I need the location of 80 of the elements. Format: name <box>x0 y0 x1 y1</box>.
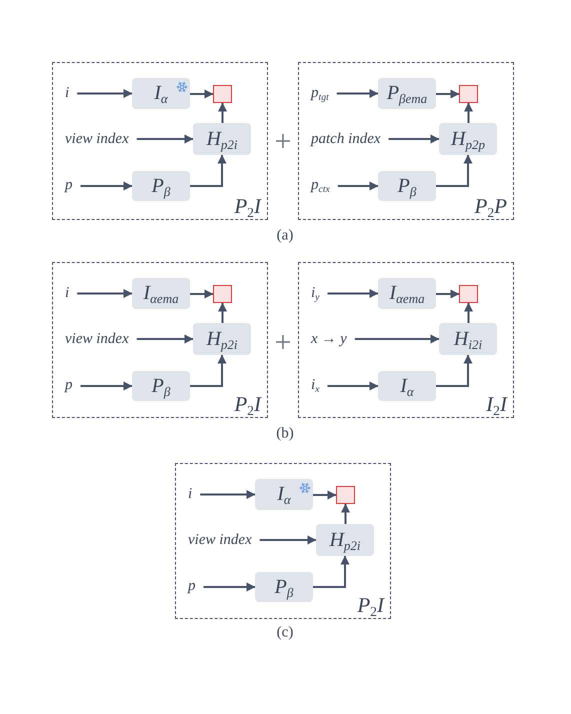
panel-title: P$_{2}$I <box>234 194 261 218</box>
module-box: H$_{i2i}$ <box>439 323 497 355</box>
module-box: I$_{αema}$ <box>378 278 436 309</box>
module-box: P$_{β}$ <box>378 171 436 201</box>
panel-caption: (c) <box>276 624 294 642</box>
input-label: view index <box>65 328 129 350</box>
arrow <box>328 289 378 298</box>
output-square <box>213 85 232 103</box>
plus-sign: + <box>274 326 292 360</box>
module-box: P$_{βema}$ <box>378 78 436 109</box>
input-label: p <box>65 374 72 396</box>
arrow <box>341 504 350 524</box>
module-box: H$_{p2i}$ <box>193 123 251 155</box>
input-label: i$_{x}$ <box>311 374 320 396</box>
module-box: I$_{α}$ <box>132 78 190 109</box>
module-box: H$_{p2i}$ <box>193 323 251 355</box>
module-box: I$_{α}$ <box>378 371 436 401</box>
module-box: H$_{p2p}$ <box>439 123 497 155</box>
arrow <box>328 382 378 390</box>
panel-frame <box>175 463 391 619</box>
arrow <box>190 354 226 387</box>
arrow <box>190 154 226 187</box>
input-label: p <box>65 174 72 196</box>
arrow <box>313 490 336 500</box>
output-square <box>459 85 478 103</box>
module-box: P$_{β}$ <box>255 572 313 602</box>
panel-caption: (a) <box>276 228 294 244</box>
arrow <box>260 536 316 544</box>
panel-title: P$_{2}$I <box>234 392 261 416</box>
plus-sign: + <box>274 125 292 159</box>
arrow <box>218 102 227 123</box>
output-square <box>336 486 355 504</box>
arrow <box>436 290 460 298</box>
panel-frame <box>52 262 268 418</box>
module-box: H$_{p2i}$ <box>316 524 374 556</box>
output-square <box>459 285 478 303</box>
arrow <box>464 102 473 123</box>
panel-frame <box>298 62 514 220</box>
input-label: i$_{y}$ <box>311 282 320 304</box>
input-label: view index <box>188 529 252 551</box>
input-label: x → y <box>311 328 347 350</box>
arrow <box>80 182 132 190</box>
arrow <box>436 90 460 98</box>
arrow <box>77 89 132 98</box>
panel-title: I$_{2}$I <box>486 392 507 416</box>
input-label: p$_{ctx}$ <box>311 174 330 196</box>
module-box: I$_{α}$ <box>255 479 313 510</box>
arrow <box>136 134 194 144</box>
module-box: I$_{αema}$ <box>132 278 190 309</box>
input-label: i <box>65 82 70 104</box>
arrow <box>136 334 194 344</box>
arrow <box>204 582 256 592</box>
input-label: patch index <box>311 128 381 150</box>
module-box: P$_{β}$ <box>132 371 190 401</box>
input-label: p <box>188 575 196 597</box>
arrow <box>190 90 214 98</box>
input-label: p$_{tgt}$ <box>311 82 329 104</box>
arrow <box>464 302 473 323</box>
arrow <box>190 290 214 298</box>
arrow <box>436 154 472 187</box>
input-label: i <box>188 483 192 505</box>
arrow <box>200 490 256 499</box>
output-square <box>213 285 232 303</box>
arrow <box>336 89 378 98</box>
panel-caption: (b) <box>276 426 294 442</box>
arrow <box>338 182 378 190</box>
arrow <box>80 382 132 390</box>
panel-frame <box>298 262 514 418</box>
panel-title: P$_{2}$P <box>474 194 507 218</box>
panel-frame <box>52 62 268 220</box>
arrow <box>313 556 350 588</box>
panel-title: P$_{2}$I <box>357 593 384 617</box>
module-box: P$_{β}$ <box>132 171 190 201</box>
input-label: view index <box>65 128 129 150</box>
arrow <box>77 289 132 298</box>
arrow <box>354 334 440 344</box>
arrow <box>388 134 440 144</box>
arrow <box>218 302 227 323</box>
input-label: i <box>65 282 70 304</box>
arrow <box>436 354 472 387</box>
